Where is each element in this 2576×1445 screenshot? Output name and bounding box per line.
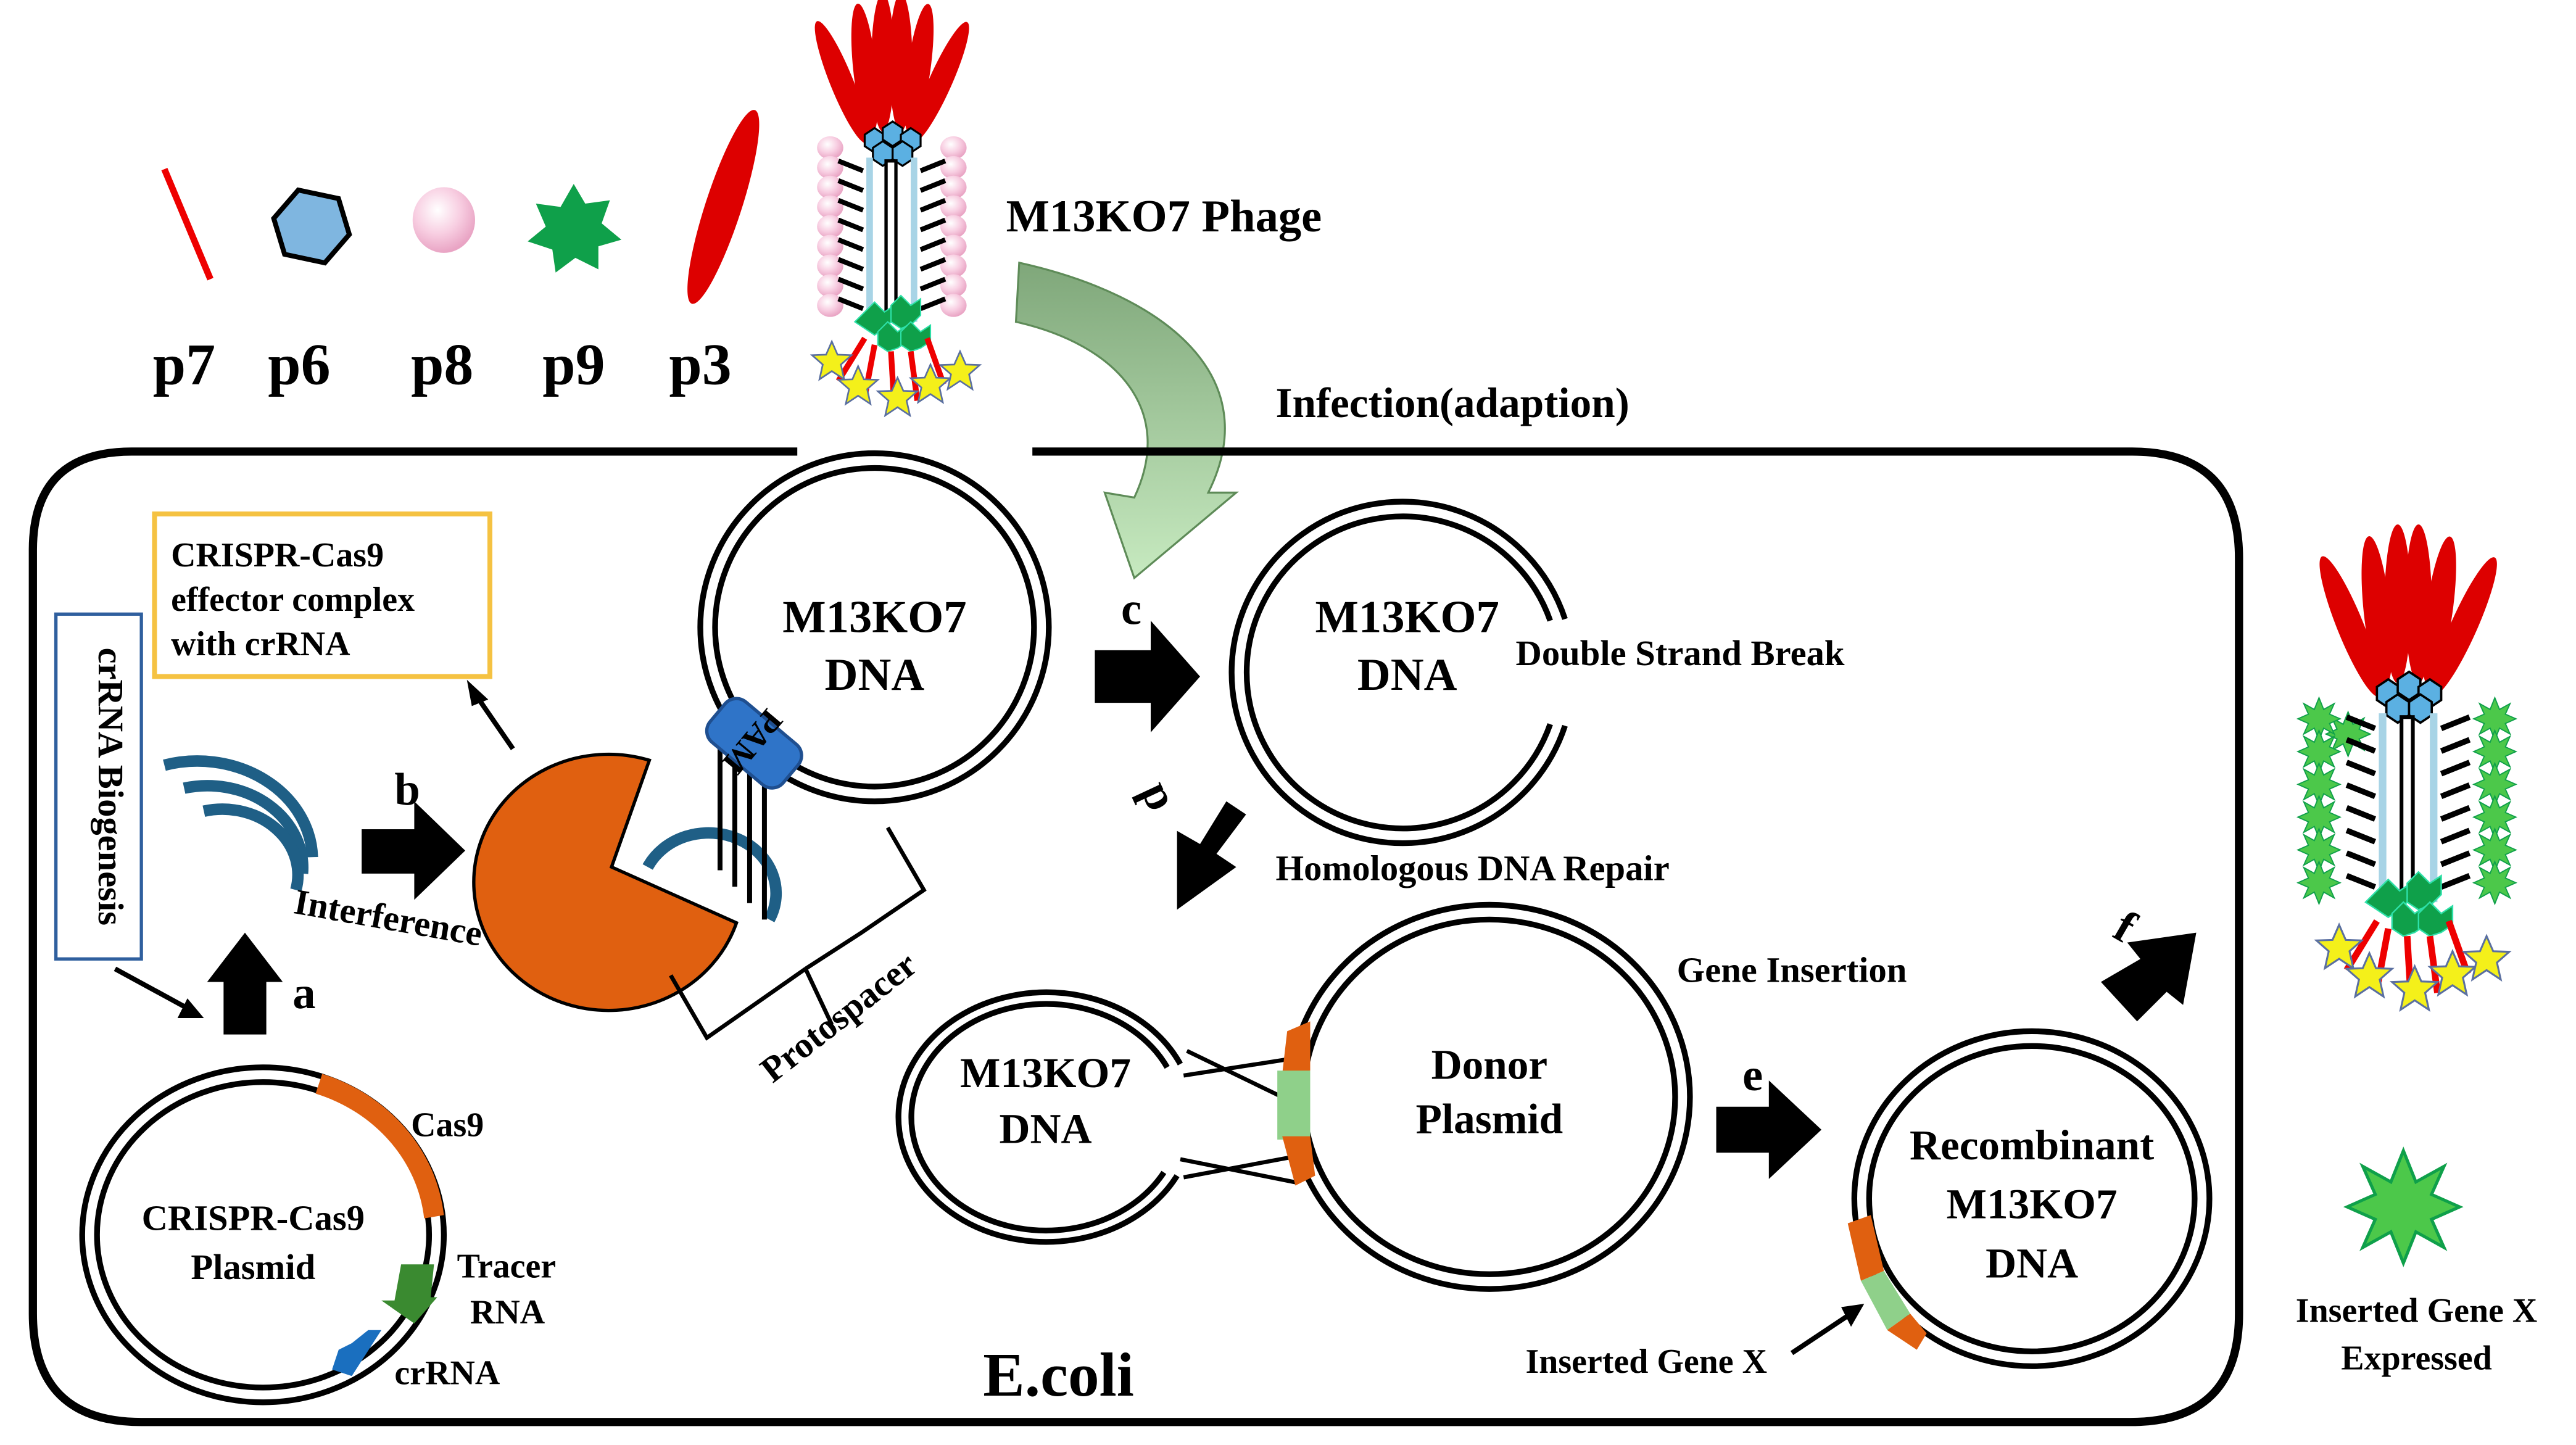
- step-f-arrow: [2101, 932, 2197, 1022]
- homology-arm-lower: [1282, 1136, 1315, 1186]
- inserted-gene-pointer-head: [1841, 1304, 1865, 1327]
- effector-line-3: with crRNA: [171, 625, 350, 663]
- tracer-label-2: RNA: [470, 1293, 545, 1331]
- step-d-label: d: [1124, 777, 1180, 821]
- protein-legend: p7 p6 p8 p9 p3: [153, 110, 760, 397]
- effector-line-2: effector complex: [171, 581, 415, 619]
- recombinant-line-2: M13KO7: [1947, 1180, 2118, 1228]
- protospacer-bracket: [669, 826, 927, 1041]
- crrna-biogenesis-box: crRNA Biogenesis: [54, 612, 143, 961]
- step-e-label: e: [1742, 1050, 1763, 1101]
- recombinant-line-1: Recombinant: [1910, 1121, 2154, 1169]
- step-c-arrow: [1095, 620, 1200, 732]
- legend-label-p9: p9: [542, 332, 605, 397]
- legend-label-p8: p8: [411, 332, 473, 397]
- crispr-plasmid-line-1: CRISPR-Cas9: [142, 1198, 365, 1238]
- infection-arrow: [1014, 261, 1239, 580]
- m13ko7-repair-dna: M13KO7 DNA: [895, 989, 1183, 1245]
- step-d-arrow: [1177, 801, 1246, 910]
- recombinant-line-3: DNA: [1986, 1240, 2078, 1287]
- m13-target-line-2: DNA: [825, 650, 925, 700]
- gene-insertion-label: Gene Insertion: [1677, 950, 1907, 990]
- protospacer-label: Protospacer: [753, 944, 924, 1090]
- step-a-label: a: [292, 968, 315, 1019]
- crrna-biogenesis-label: crRNA Biogenesis: [91, 648, 131, 925]
- effector-pointer: [474, 695, 515, 750]
- expressed-gene-x-icon: [2347, 1151, 2459, 1263]
- legend-label-p7: p7: [153, 332, 215, 397]
- crrna-gene: [332, 1330, 382, 1377]
- donor-line-1: Donor: [1431, 1041, 1548, 1088]
- recombinant-phage-illustration: [2297, 524, 2517, 1011]
- m13ko7-target-dna: M13KO7 DNA: [697, 450, 1052, 805]
- pam-site: PAM: [705, 697, 803, 790]
- effector-line-1: CRISPR-Cas9: [171, 536, 384, 574]
- legend-label-p6: p6: [268, 332, 330, 397]
- p3-icon: [687, 110, 760, 304]
- p8-icon: [412, 187, 475, 253]
- tracer-label-1: Tracer: [457, 1248, 556, 1286]
- p7-icon: [161, 168, 213, 281]
- legend-label-p3: p3: [669, 332, 731, 397]
- cas9-gene-label: Cas9: [411, 1106, 484, 1145]
- step-c-label: c: [1121, 584, 1141, 634]
- crispr-cas9-plasmid: CRISPR-Cas9 Plasmid: [79, 1064, 447, 1406]
- guide-rna-arc: [642, 827, 782, 922]
- donor-gene-x-segment: [1277, 1070, 1311, 1140]
- m13-repair-line-1: M13KO7: [960, 1049, 1131, 1096]
- p9-icon: [528, 184, 622, 273]
- expressed-label-1: Inserted Gene X: [2296, 1291, 2538, 1330]
- effector-complex-box: CRISPR-Cas9 effector complex with crRNA: [152, 511, 492, 679]
- m13-repair-line-2: DNA: [999, 1104, 1091, 1152]
- interference-label: Interference: [291, 882, 486, 954]
- recombinant-arm-upper: [1847, 1215, 1884, 1281]
- m13-target-line-1: M13KO7: [782, 592, 966, 643]
- m13-broken-line-2: DNA: [1357, 650, 1457, 700]
- step-b-arrow: [362, 801, 466, 900]
- infection-label: Infection(adaption): [1276, 379, 1630, 426]
- step-a-arrow: [207, 932, 283, 1035]
- p8-coat-left: [817, 136, 843, 317]
- recombinant-arm-lower: [1887, 1314, 1927, 1350]
- inserted-gene-pointer: [1790, 1311, 1853, 1356]
- m13ko7-broken-dna: M13KO7 DNA: [1228, 499, 1568, 847]
- ecoli-cell-membrane: [28, 447, 2243, 1426]
- homologous-repair-label: Homologous DNA Repair: [1276, 848, 1670, 888]
- homology-arm-upper: [1282, 1021, 1311, 1074]
- cas9-protein-icon: [472, 752, 739, 1012]
- double-strand-break-label: Double Strand Break: [1516, 633, 1845, 673]
- recombinant-gene-x-segment: [1861, 1270, 1910, 1330]
- p6-icon: [271, 187, 352, 266]
- tracer-rna-gene: [381, 1264, 437, 1324]
- inserted-gene-x-label: Inserted Gene X: [1525, 1343, 1767, 1381]
- m13ko7-phage-illustration: [806, 0, 981, 416]
- crrna-arcs: [163, 755, 318, 892]
- ecoli-label: E.coli: [983, 1340, 1134, 1409]
- donor-plasmid: Donor Plasmid: [1277, 901, 1693, 1292]
- crispr-plasmid-line-2: Plasmid: [191, 1247, 315, 1287]
- p8-coat-right: [940, 136, 967, 317]
- step-e-arrow: [1716, 1080, 1822, 1179]
- biogenesis-pointer: [114, 966, 189, 1011]
- biogenesis-pointer-head: [177, 998, 204, 1019]
- effector-pointer-head: [466, 679, 489, 706]
- expressed-label-2: Expressed: [2341, 1339, 2492, 1378]
- step-b-label: b: [394, 764, 420, 815]
- donor-line-2: Plasmid: [1416, 1095, 1563, 1142]
- cas9-gene: [315, 1074, 444, 1219]
- m13-broken-line-1: M13KO7: [1315, 592, 1499, 643]
- crrna-gene-label: crRNA: [394, 1354, 500, 1393]
- phage-label: M13KO7 Phage: [1006, 191, 1322, 242]
- recombinant-m13ko7-dna: Recombinant M13KO7 DNA: [1847, 1028, 2213, 1369]
